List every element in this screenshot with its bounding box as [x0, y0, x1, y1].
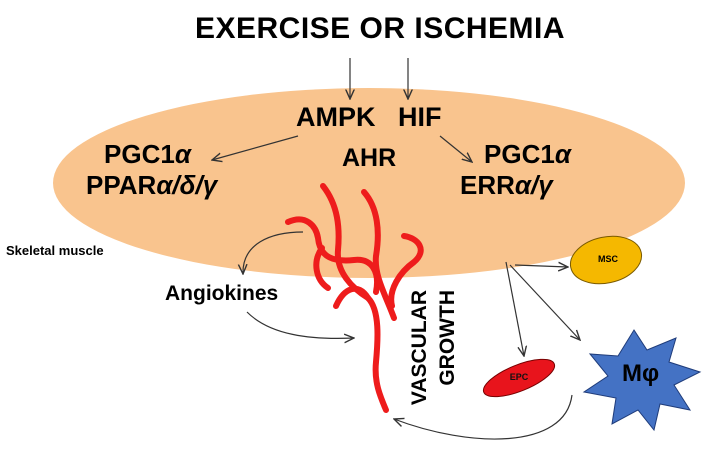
- msc-cell: [569, 235, 643, 285]
- epc-label: EPC: [509, 372, 529, 382]
- arrow-angiokines-to-growth: [246, 311, 354, 338]
- arrow-to-angiokines: [243, 231, 304, 274]
- epc-cell: [482, 358, 556, 398]
- angiokines-label: Angiokines: [165, 282, 279, 305]
- left-pgc-label: PGC1α: [104, 139, 191, 169]
- macrophage-cell: [582, 329, 702, 432]
- skeletal-muscle-label: Skeletal muscle: [6, 243, 104, 258]
- arrow-to-macrophage: [509, 264, 580, 340]
- vascular-growth-label: VASCULAR GROWTH: [370, 290, 459, 420]
- diagram-title: EXERCISE OR ISCHEMIA: [194, 12, 566, 45]
- ahr-label: AHR: [342, 144, 397, 172]
- vascular-growth-line1: VASCULAR: [408, 290, 431, 406]
- blood-vessels: [285, 183, 424, 413]
- arrow-macrophage-to-growth: [394, 394, 573, 440]
- ampk-label: AMPK: [296, 102, 376, 132]
- vascular-growth-line2: GROWTH: [436, 290, 459, 386]
- arrow-to-msc: [514, 265, 568, 267]
- arrow-to-epc: [505, 261, 524, 356]
- arrow-to-right-pgc: [439, 135, 472, 162]
- msc-label: MSC: [598, 254, 618, 264]
- ppar-label: PPARα/δ/γ: [86, 170, 218, 200]
- err-label: ERRα/γ: [460, 170, 553, 200]
- skeletal-muscle-ellipse: [53, 88, 685, 278]
- right-pgc-label: PGC1α: [484, 139, 571, 169]
- macrophage-label: Mφ: [622, 360, 660, 387]
- hif-label: HIF: [398, 102, 442, 132]
- arrow-to-left-pgc: [212, 135, 299, 160]
